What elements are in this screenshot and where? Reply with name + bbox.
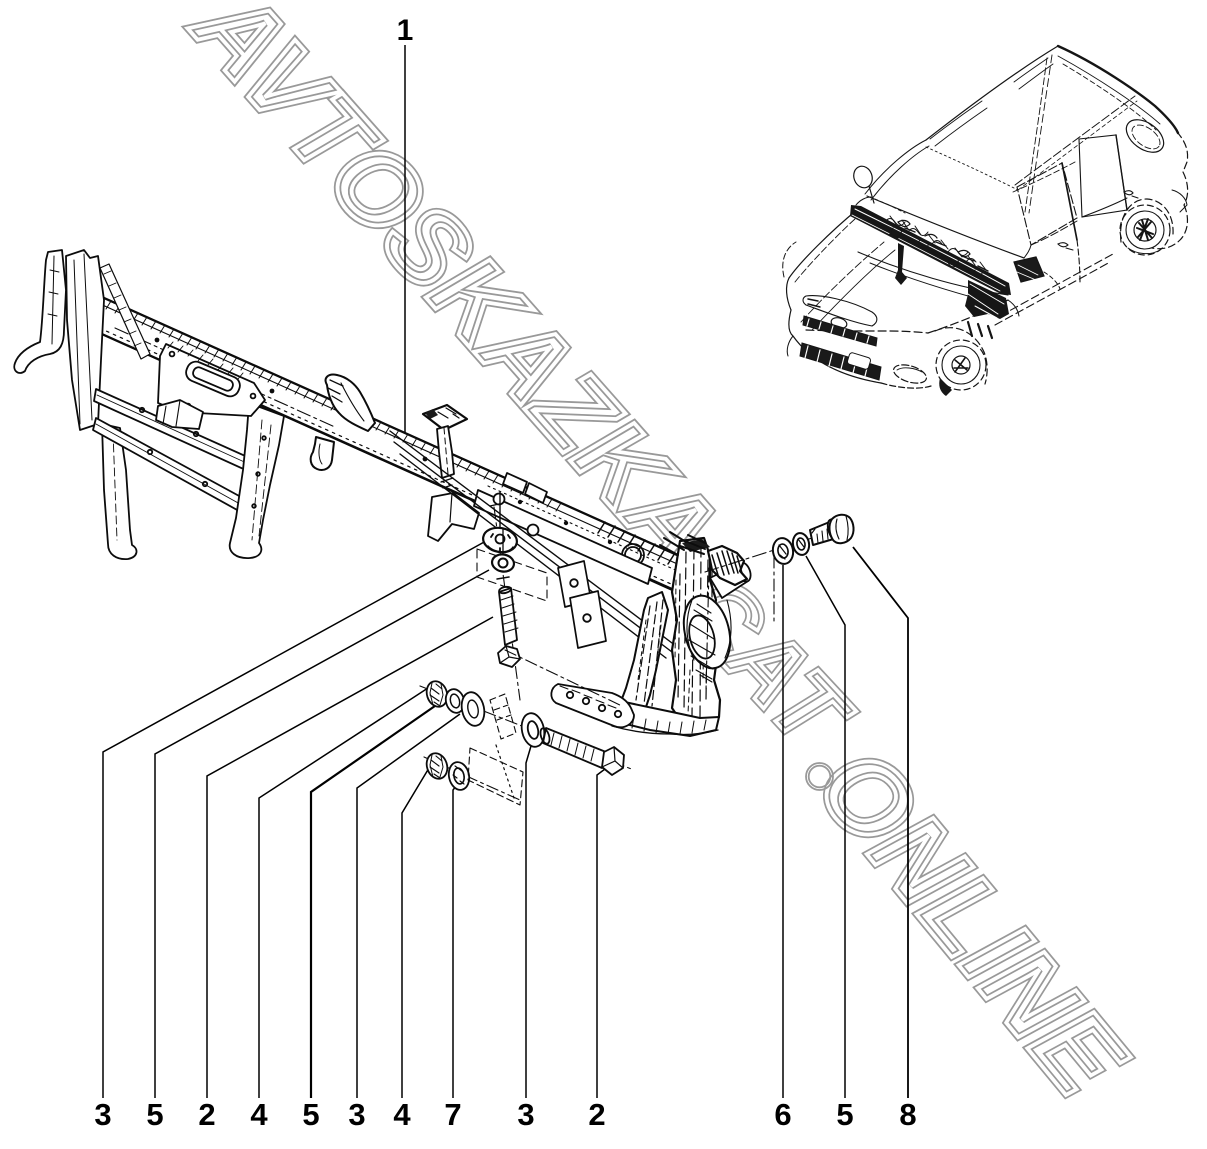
svg-text:5: 5 — [836, 1097, 853, 1132]
svg-text:2: 2 — [198, 1097, 215, 1132]
svg-text:3: 3 — [94, 1097, 111, 1132]
svg-text:6: 6 — [774, 1097, 791, 1132]
svg-text:5: 5 — [302, 1097, 319, 1132]
svg-text:4: 4 — [250, 1097, 268, 1132]
svg-text:7: 7 — [444, 1097, 461, 1132]
svg-text:4: 4 — [393, 1097, 411, 1132]
svg-text:8: 8 — [899, 1097, 916, 1132]
svg-text:3: 3 — [517, 1097, 534, 1132]
svg-text:2: 2 — [588, 1097, 605, 1132]
svg-text:5: 5 — [146, 1097, 163, 1132]
svg-text:3: 3 — [348, 1097, 365, 1132]
svg-text:1: 1 — [397, 14, 414, 47]
